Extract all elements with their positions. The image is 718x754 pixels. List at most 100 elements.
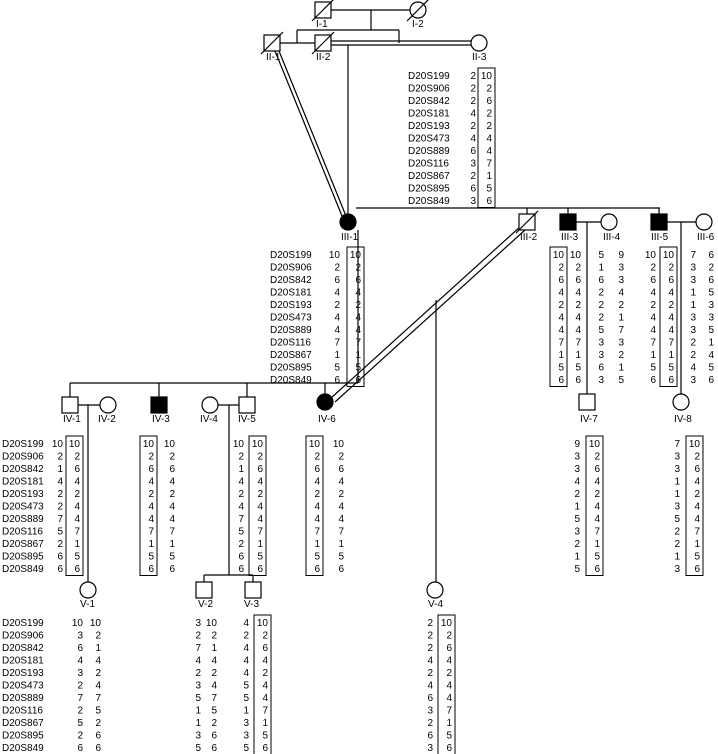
allele-left: 3 (598, 375, 604, 386)
male-symbol (195, 581, 213, 599)
allele-right: 3 (618, 263, 624, 274)
allele-right: 4 (169, 514, 175, 525)
allele-left: 2 (77, 681, 83, 692)
female-symbol (695, 213, 713, 231)
label-iii-4: III-4 (603, 232, 621, 243)
marker-label: D20S889 (2, 693, 44, 704)
allele-right: 4 (74, 502, 80, 513)
allele-left: 2 (470, 121, 476, 132)
allele-left: 1 (598, 263, 604, 274)
allele-left: 3 (470, 196, 476, 207)
allele-left: 7 (148, 527, 154, 538)
allele-left: 4 (650, 325, 656, 336)
label-v-4: V-4 (428, 599, 443, 610)
allele-left: 4 (238, 477, 244, 488)
allele-left: 4 (558, 313, 564, 324)
allele-left: 6 (598, 363, 604, 374)
male-symbol (150, 396, 168, 414)
allele-right: 10 (350, 250, 362, 261)
allele-left: 2 (238, 452, 244, 463)
allele-left: 4 (148, 502, 154, 513)
haplotype-box (659, 246, 678, 387)
allele-right: 5 (95, 706, 101, 717)
allele-left: 4 (427, 681, 433, 692)
label-ii-3: II-3 (472, 52, 487, 63)
allele-left: 2 (427, 718, 433, 729)
allele-left: 5 (674, 514, 680, 525)
male-symbol (244, 581, 262, 599)
allele-right: 2 (618, 350, 624, 361)
allele-left: 1 (238, 464, 244, 475)
female-symbol (600, 213, 618, 231)
allele-right: 1 (694, 539, 700, 550)
allele-right: 5 (74, 552, 80, 563)
female-symbol (316, 393, 334, 411)
allele-left: 3 (598, 350, 604, 361)
deceased-slash (311, 0, 334, 22)
allele-right: 2 (486, 109, 492, 120)
allele-left: 4 (470, 134, 476, 145)
allele-right: 2 (355, 263, 361, 274)
label-v-2: V-2 (198, 599, 213, 610)
marker-label: D20S116 (2, 706, 43, 717)
label-i-1: I-1 (316, 19, 328, 30)
allele-left: 4 (314, 502, 320, 513)
label-iv-2: IV-2 (98, 414, 116, 425)
allele-right: 5 (694, 552, 700, 563)
allele-left: 2 (195, 631, 201, 642)
allele-right: 7 (486, 159, 492, 170)
allele-left: 7 (57, 514, 63, 525)
allele-left: 2 (558, 300, 564, 311)
allele-right: 10 (164, 439, 176, 450)
marker-label: D20S849 (270, 375, 312, 386)
marker-label: D20S849 (2, 564, 44, 575)
allele-left: 2 (77, 706, 83, 717)
allele-right: 2 (694, 489, 700, 500)
allele-left: 4 (243, 668, 249, 679)
haplotype-box (549, 246, 568, 387)
allele-left: 2 (598, 300, 604, 311)
allele-right: 2 (694, 452, 700, 463)
individual-v-4 (426, 581, 444, 599)
allele-left: 6 (558, 375, 564, 386)
allele-left: 1 (690, 300, 696, 311)
allele-left: 10 (52, 439, 64, 450)
marker-label: D20S889 (270, 325, 312, 336)
allele-right: 4 (95, 681, 101, 692)
allele-left: 7 (558, 338, 564, 349)
female-symbol (79, 581, 97, 599)
label-iii-3: III-3 (561, 232, 579, 243)
label-iv-1: IV-1 (63, 414, 81, 425)
allele-right: 4 (575, 313, 581, 324)
allele-left: 1 (674, 552, 680, 563)
allele-left: 3 (427, 706, 433, 717)
allele-right: 6 (575, 375, 581, 386)
allele-left: 1 (243, 706, 249, 717)
marker-label: D20S895 (2, 731, 44, 742)
allele-right: 6 (338, 464, 344, 475)
allele-right: 7 (262, 706, 268, 717)
allele-left: 3 (195, 618, 201, 629)
allele-left: 10 (72, 618, 84, 629)
allele-right: 1 (338, 539, 344, 550)
haplotype-box (477, 67, 496, 208)
haplotype-box (685, 435, 704, 576)
allele-right: 4 (668, 325, 674, 336)
allele-right: 2 (211, 631, 217, 642)
allele-left: 1 (674, 477, 680, 488)
haplotype-box (585, 435, 604, 576)
allele-left: 6 (427, 731, 433, 742)
allele-right: 4 (338, 502, 344, 513)
allele-left: 7 (77, 693, 83, 704)
allele-left: 2 (238, 489, 244, 500)
allele-right: 4 (262, 681, 268, 692)
allele-left: 1 (574, 502, 580, 513)
allele-right: 2 (338, 489, 344, 500)
allele-left: 2 (690, 350, 696, 361)
allele-left: 2 (558, 263, 564, 274)
female-symbol (426, 581, 444, 599)
allele-right: 1 (74, 539, 80, 550)
